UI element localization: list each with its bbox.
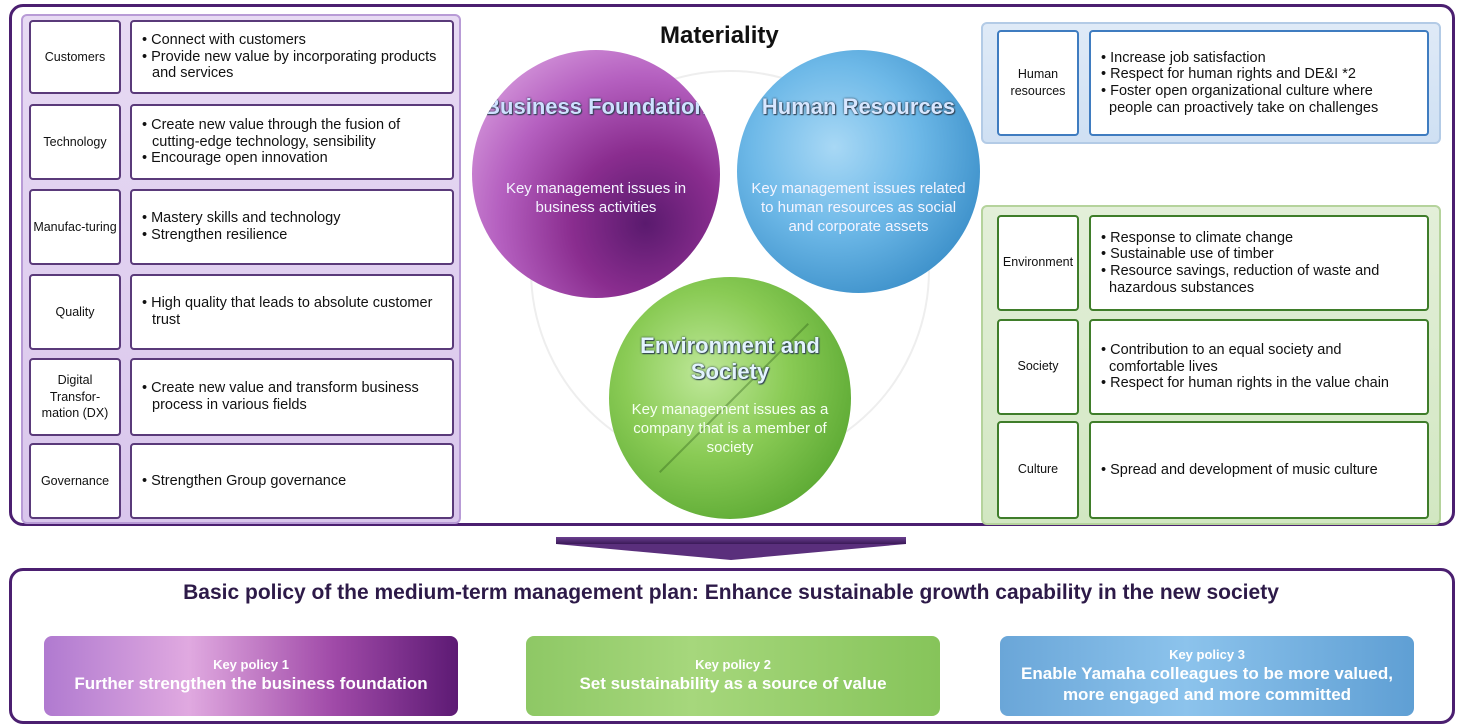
row-content: • Strengthen Group governance <box>130 443 454 519</box>
bullet-item: • Strengthen Group governance <box>142 472 347 489</box>
bullet-item: • Resource savings, reduction of waste a… <box>1101 263 1380 296</box>
arrow-bar <box>556 537 906 544</box>
business-foundation-circle: Business Foundation Key management issue… <box>472 50 720 298</box>
key-policy-label: Key policy 2 <box>695 657 771 673</box>
business-foundation-panel: Customers • Connect with customers • Pro… <box>21 14 461 524</box>
key-policy-label: Key policy 1 <box>213 657 289 673</box>
row-content: • Connect with customers • Provide new v… <box>130 20 454 94</box>
bullet-item: • Encourage open innovation <box>142 150 328 167</box>
bullet-item: • Create new value and transform busines… <box>142 380 419 413</box>
bullet-item: • Contribution to an equal society and c… <box>1101 341 1342 375</box>
bullet-item: • High quality that leads to absolute cu… <box>142 295 433 328</box>
bullet-item: • Sustainable use of timber <box>1101 246 1274 263</box>
row-content: • High quality that leads to absolute cu… <box>130 274 454 350</box>
row-label: Customers <box>29 20 121 94</box>
policy-title: Basic policy of the medium-term manageme… <box>183 581 1279 604</box>
key-policy-text: Enable Yamaha colleagues to be more valu… <box>1021 664 1393 704</box>
bullet-item: • Mastery skills and technology <box>142 210 341 227</box>
row-label: Technology <box>29 104 121 180</box>
bullet-item: • Create new value through the fusion of… <box>142 116 401 150</box>
row-content: • Mastery skills and technology • Streng… <box>130 189 454 265</box>
row-content: • Contribution to an equal society and c… <box>1089 319 1429 415</box>
key-policy-2: Key policy 2 Set sustainability as a sou… <box>526 636 940 716</box>
environment-society-panel: Environment • Response to climate change… <box>981 205 1441 525</box>
key-policy-label: Key policy 3 <box>1169 647 1245 663</box>
bullet-item: • Provide new value by incorporating pro… <box>142 48 437 82</box>
circle-subtitle: Key management issues in business activi… <box>505 180 687 216</box>
row-label: Culture <box>997 421 1079 519</box>
row-content: • Create new value through the fusion of… <box>130 104 454 180</box>
bullet-item: • Response to climate change <box>1101 229 1294 246</box>
environment-society-circle: Environment and Society Key management i… <box>609 277 851 519</box>
bullet-item: • Respect for human rights in the value … <box>1101 375 1389 392</box>
row-label: Quality <box>29 274 121 350</box>
circle-title: Human Resources <box>761 94 956 119</box>
key-policy-3: Key policy 3 Enable Yamaha colleagues to… <box>1000 636 1414 716</box>
row-content: • Increase job satisfaction • Respect fo… <box>1089 30 1429 136</box>
circle-title: Business Foundation <box>484 94 708 119</box>
human-resources-panel: Human resources • Increase job satisfact… <box>981 22 1441 144</box>
circle-subtitle: Key management issues related to human r… <box>751 180 966 235</box>
row-label: Society <box>997 319 1079 415</box>
key-policy-1: Key policy 1 Further strengthen the busi… <box>44 636 458 716</box>
row-content: • Create new value and transform busines… <box>130 358 454 436</box>
row-content: • Response to climate change • Sustainab… <box>1089 215 1429 311</box>
human-resources-circle: Human Resources Key management issues re… <box>737 50 980 293</box>
key-policy-text: Further strengthen the business foundati… <box>74 674 428 694</box>
row-label: Environment <box>997 215 1079 311</box>
bullet-item: • Strengthen resilience <box>142 227 288 243</box>
bullet-item: • Respect for human rights and DE&I *2 <box>1101 66 1356 83</box>
down-arrow-icon <box>556 544 906 560</box>
key-policy-text: Set sustainability as a source of value <box>579 674 887 694</box>
materiality-title: Materiality <box>660 22 779 49</box>
bullet-item: • Connect with customers <box>142 31 306 48</box>
bullet-item: • Increase job satisfaction <box>1101 49 1266 66</box>
circle-subtitle: Key management issues as a company that … <box>631 401 829 456</box>
bullet-item: • Spread and development of music cultur… <box>1101 461 1378 478</box>
row-label: Human resources <box>997 30 1079 136</box>
bullet-item: • Foster open organizational culture whe… <box>1101 83 1379 116</box>
row-label: Governance <box>29 443 121 519</box>
row-label: Digital Transfor-mation (DX) <box>29 358 121 436</box>
circle-title: Environment and Society <box>640 333 820 385</box>
row-label: Manufac-turing <box>29 189 121 265</box>
row-content: • Spread and development of music cultur… <box>1089 421 1429 519</box>
